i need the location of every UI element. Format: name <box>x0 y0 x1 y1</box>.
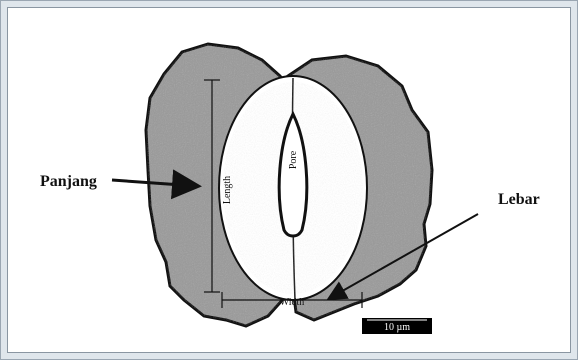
panjang-label: Panjang <box>40 173 97 190</box>
width-label: Width <box>280 297 305 308</box>
scale-bar-label: 10 µm <box>384 322 410 333</box>
pore-label: Pore <box>288 150 299 169</box>
length-label: Length <box>222 176 233 204</box>
lebar-label: Lebar <box>498 191 540 208</box>
